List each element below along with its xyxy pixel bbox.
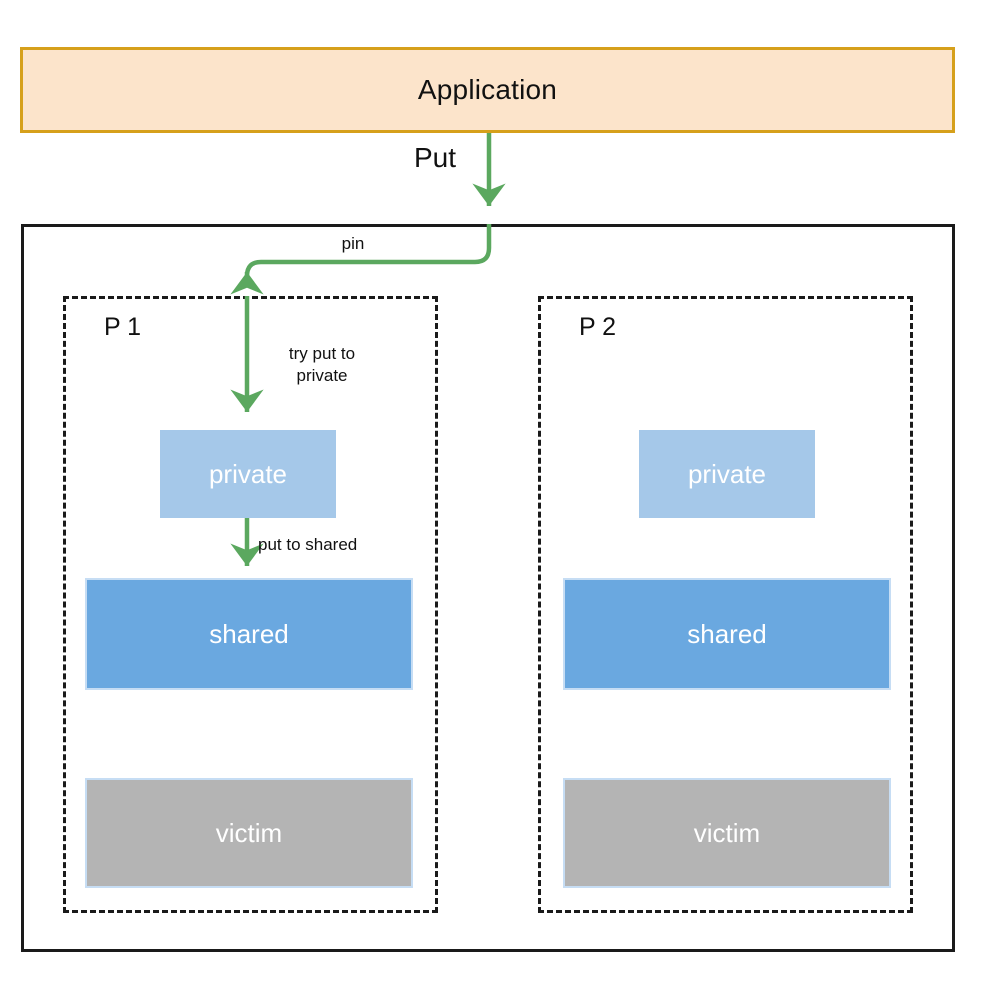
edge-label-try-put-to-private: try put to private — [288, 344, 356, 385]
p1-private-cache[interactable]: private — [160, 430, 336, 518]
p1-victim-label: victim — [215, 817, 283, 848]
edge-label-put-to-shared: put to shared — [258, 535, 358, 554]
p1-private-label: private — [208, 458, 288, 489]
p2-private-label: private — [687, 458, 767, 489]
edge-label-pin: pin — [341, 234, 365, 253]
process-label-p2: P 2 — [579, 313, 617, 341]
application-box[interactable]: Application — [20, 47, 955, 133]
process-box-p1[interactable]: P 1 — [63, 296, 438, 913]
p2-private-cache[interactable]: private — [639, 430, 815, 518]
p1-shared-cache[interactable]: shared — [85, 578, 413, 690]
process-box-p2[interactable]: P 2 — [538, 296, 913, 913]
p2-shared-label: shared — [687, 618, 767, 649]
application-label: Application — [417, 74, 558, 105]
process-label-p1: P 1 — [104, 313, 142, 341]
edge-label-put: Put — [413, 142, 457, 173]
p2-victim-cache[interactable]: victim — [563, 778, 891, 888]
p1-shared-label: shared — [209, 618, 289, 649]
p2-victim-label: victim — [693, 817, 761, 848]
p1-victim-cache[interactable]: victim — [85, 778, 413, 888]
p2-shared-cache[interactable]: shared — [563, 578, 891, 690]
